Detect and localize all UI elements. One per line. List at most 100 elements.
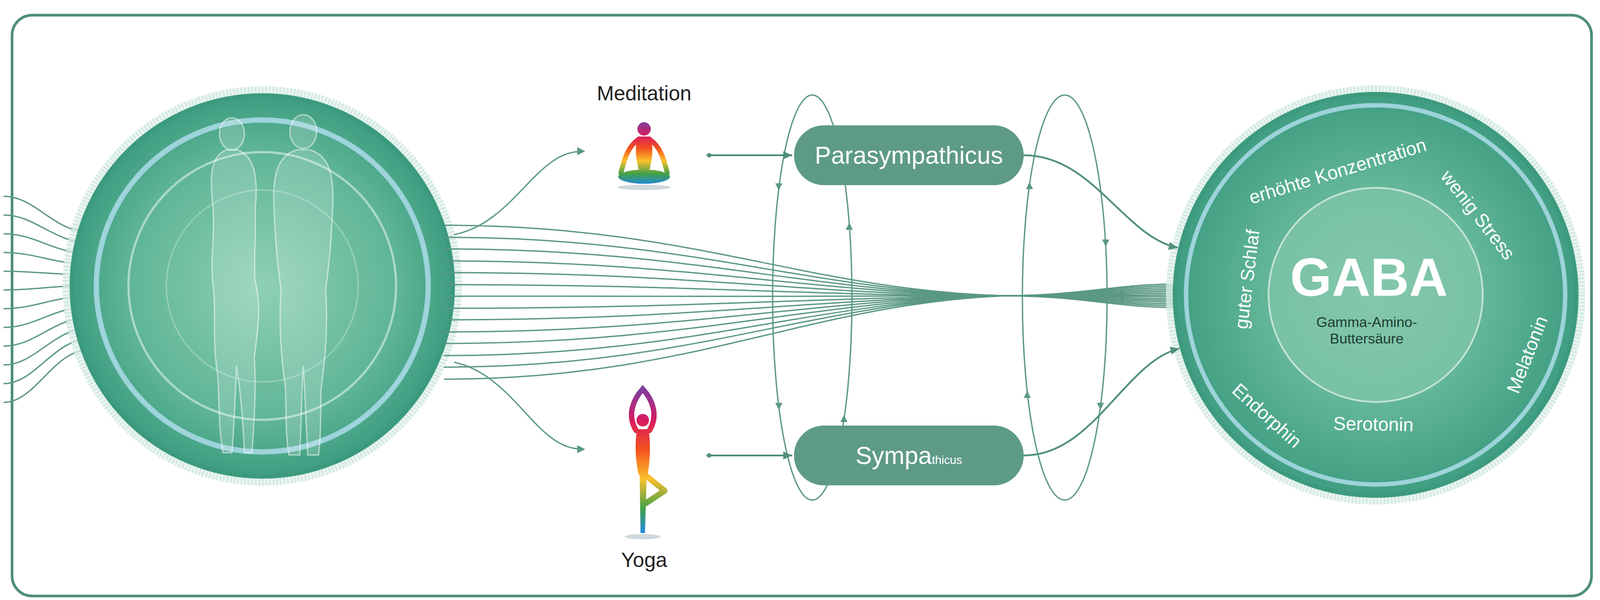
connector-line [1023, 155, 1178, 248]
icon-torso [635, 429, 650, 476]
cycle-arrowhead [1025, 181, 1034, 190]
arrowhead [577, 445, 586, 454]
effect-label: wenig Stress [1437, 166, 1518, 263]
sphere-fuzz [66, 89, 459, 483]
text-anchor: GABA [1289, 250, 1448, 304]
arrowhead [1168, 242, 1178, 251]
effect-label: Endorphin [1228, 380, 1305, 451]
cycle-arrowhead [840, 414, 848, 422]
fan-line [443, 295, 1175, 344]
sphere-glow [1165, 85, 1586, 505]
icon-leg [645, 476, 665, 504]
meditation-node: Meditation [581, 80, 707, 201]
connector-dot [706, 453, 712, 458]
sphere-fuzz [1175, 94, 1576, 496]
male-figure [273, 149, 333, 455]
nerve-box: Sympathicus [793, 425, 1024, 486]
gaba-circle: GABA Gamma-Amino- Buttersäure erhöhte Konz… [1171, 90, 1580, 500]
arrowhead [783, 451, 793, 460]
connector [1023, 155, 1178, 250]
gaba-subtitle: Gamma-Amino- Buttersäure [1308, 314, 1425, 348]
cycle-arrowheads [775, 181, 1110, 422]
sphere-ring [1268, 187, 1483, 402]
sphere-fuzz [72, 95, 453, 476]
connector-dot [706, 152, 712, 158]
sphere-fill [1172, 91, 1579, 498]
connector [706, 451, 793, 460]
cycle-arrowhead [1096, 402, 1104, 410]
arrowhead [1170, 346, 1180, 355]
sphere-core [1269, 188, 1482, 402]
frame-border [12, 15, 1592, 596]
box-label: Sympa [855, 443, 932, 468]
arrowhead [577, 147, 586, 156]
text-anchor: Endorphin [1228, 380, 1305, 451]
nerve-box: Parasympathicus [793, 125, 1024, 186]
connector-line [706, 154, 793, 157]
fan-line [443, 260, 1175, 296]
fan-line [443, 248, 1175, 296]
cycle-ellipses [772, 95, 1108, 501]
body-sphere [62, 86, 462, 486]
sphere-fuzz [1169, 88, 1582, 501]
fan-line [443, 295, 1175, 332]
effect-label: erhöhte Konzentration [1246, 135, 1429, 207]
text-anchor: Serotonin [1333, 413, 1414, 435]
practice-arrow [454, 362, 579, 449]
fan-line [443, 295, 1175, 380]
sphere-ring [1186, 105, 1566, 485]
cycle-arrowhead [775, 402, 783, 410]
icon-arms [620, 139, 668, 174]
icon-head [637, 122, 651, 136]
sphere-ring [96, 119, 429, 452]
fan-line [443, 272, 1175, 296]
connector [706, 151, 793, 160]
sphere-ring [96, 119, 429, 452]
figure-head [219, 117, 245, 150]
yoga-icon [624, 388, 665, 540]
icon-shadow [617, 184, 671, 191]
arrowhead [783, 151, 793, 160]
fan-line [443, 295, 1175, 368]
icon-shadow [624, 533, 661, 540]
cycle-arrowhead [1102, 239, 1110, 247]
text-anchor: Gamma-Amino- Buttersäure [1308, 314, 1425, 348]
figure-head [289, 114, 317, 149]
sphere-fill [69, 93, 455, 479]
fan-line [443, 237, 1175, 296]
fan-line [443, 225, 1175, 296]
fan-line [443, 295, 1175, 320]
connector [1023, 346, 1180, 456]
fan-line [443, 284, 1175, 296]
practice-arrows [454, 147, 586, 454]
sphere-glow [62, 86, 462, 486]
effect-label: Serotonin [1333, 413, 1414, 435]
box-label-suffix: thicus [931, 454, 963, 466]
cycle-arrowhead [845, 222, 853, 230]
cycle-arrowhead [1023, 390, 1031, 398]
icon-label: Meditation [596, 80, 692, 107]
gaba-sphere [1165, 85, 1586, 505]
practice-arrow [454, 151, 579, 235]
effect-label: Melatonin [1503, 313, 1551, 397]
text-anchor: Melatonin [1503, 313, 1551, 397]
text-anchor: erhöhte Konzentration [1246, 135, 1429, 207]
gaba-title: GABA [1289, 250, 1448, 304]
connector-line [706, 454, 793, 457]
icon-head [636, 413, 650, 427]
meditation-icon [617, 122, 671, 191]
cycle-arrowhead [775, 183, 783, 191]
yoga-node: Yoga [581, 381, 707, 574]
effect-label: guter Schlaf [1231, 228, 1263, 331]
sphere-ring [128, 152, 397, 420]
fan-lines [443, 225, 1175, 380]
female-figure [211, 149, 259, 453]
text-row: Sympathicus [855, 443, 963, 468]
text-anchor: wenig Stress [1437, 166, 1518, 263]
text-anchor: guter Schlaf [1231, 228, 1263, 331]
icon-arms [631, 388, 654, 431]
human-figures [211, 114, 334, 455]
box-label: Parasympathicus [814, 143, 1004, 168]
icon-label: Yoga [620, 546, 667, 574]
icon-legs [618, 169, 670, 184]
